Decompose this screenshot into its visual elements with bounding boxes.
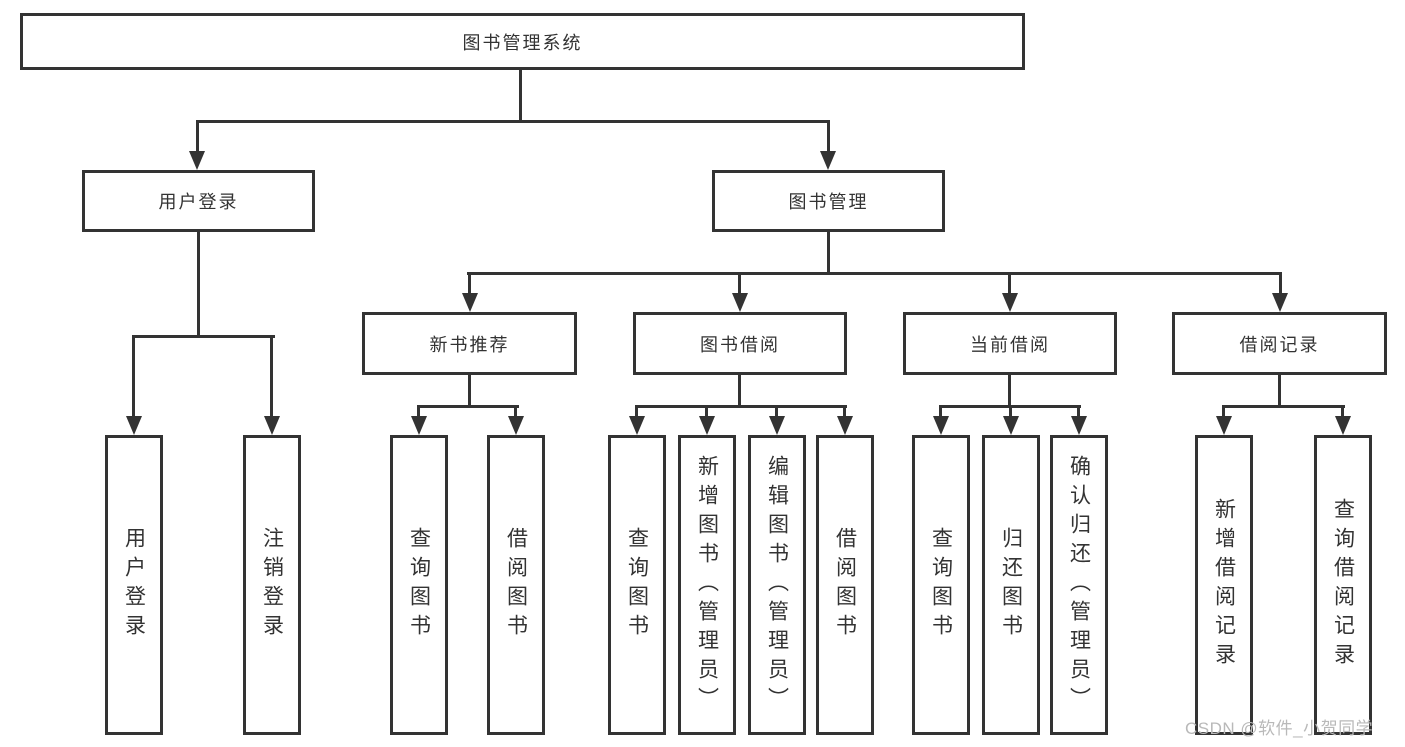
node-book-borrowing-label: 图书借阅 bbox=[700, 334, 780, 355]
leaf-user-login-label: 用户登录 bbox=[122, 527, 146, 643]
connector bbox=[1222, 405, 1225, 419]
node-current-borrowing-label: 当前借阅 bbox=[970, 334, 1050, 355]
arrow-down-icon bbox=[933, 416, 949, 435]
connector bbox=[270, 335, 273, 418]
leaf-edit-books-admin: 编辑图书（管理员） bbox=[748, 435, 806, 735]
connector bbox=[635, 405, 847, 408]
connector bbox=[468, 375, 471, 405]
connector bbox=[132, 335, 275, 338]
connector bbox=[939, 405, 942, 419]
arrow-down-icon bbox=[629, 416, 645, 435]
leaf-add-borrow-record: 新增借阅记录 bbox=[1195, 435, 1253, 735]
connector bbox=[1008, 375, 1011, 405]
connector bbox=[519, 70, 522, 120]
connector bbox=[1008, 272, 1011, 295]
arrow-down-icon bbox=[126, 416, 142, 435]
node-borrowing-records: 借阅记录 bbox=[1172, 312, 1387, 375]
leaf-user-login: 用户登录 bbox=[105, 435, 163, 735]
leaf-query-books-label: 查询图书 bbox=[407, 527, 431, 643]
node-book-borrowing: 图书借阅 bbox=[633, 312, 847, 375]
arrow-down-icon bbox=[462, 293, 478, 312]
watermark: CSDN @软件_小贺同学 bbox=[1185, 719, 1374, 738]
connector bbox=[1077, 405, 1080, 419]
node-current-borrowing: 当前借阅 bbox=[903, 312, 1117, 375]
connector bbox=[635, 405, 638, 419]
arrow-down-icon bbox=[820, 151, 836, 170]
connector bbox=[467, 272, 1282, 275]
node-user-login-label: 用户登录 bbox=[158, 192, 239, 212]
arrow-down-icon bbox=[1335, 416, 1351, 435]
connector bbox=[738, 272, 741, 295]
node-new-book-recommendation-label: 新书推荐 bbox=[429, 334, 510, 355]
node-book-management: 图书管理 bbox=[712, 170, 945, 232]
connector bbox=[468, 272, 471, 295]
connector bbox=[843, 405, 846, 419]
arrow-down-icon bbox=[508, 416, 524, 435]
leaf-query-borrow-record-label: 查询借阅记录 bbox=[1331, 498, 1355, 672]
leaf-query-books: 查询图书 bbox=[390, 435, 448, 735]
root-node-label: 图书管理系统 bbox=[462, 32, 583, 53]
leaf-add-books-admin-label: 新增图书（管理员） bbox=[695, 454, 719, 716]
arrow-down-icon bbox=[769, 416, 785, 435]
leaf-return-books-label: 归还图书 bbox=[999, 527, 1023, 643]
node-borrowing-records-label: 借阅记录 bbox=[1239, 334, 1320, 355]
arrow-down-icon bbox=[732, 293, 748, 312]
node-book-management-label: 图书管理 bbox=[788, 192, 869, 212]
connector bbox=[738, 375, 741, 405]
connector bbox=[417, 405, 420, 419]
leaf-borrow-books: 借阅图书 bbox=[816, 435, 874, 735]
connector bbox=[1278, 375, 1281, 405]
arrow-down-icon bbox=[699, 416, 715, 435]
leaf-edit-books-admin-label: 编辑图书（管理员） bbox=[765, 454, 789, 716]
connector bbox=[827, 232, 830, 272]
arrow-down-icon bbox=[1272, 293, 1288, 312]
leaf-confirm-return-admin: 确认归还（管理员） bbox=[1050, 435, 1108, 735]
arrow-down-icon bbox=[411, 416, 427, 435]
connector bbox=[196, 120, 830, 123]
connector bbox=[1009, 405, 1012, 419]
arrow-down-icon bbox=[189, 151, 205, 170]
connector bbox=[514, 405, 517, 419]
leaf-query-books: 查询图书 bbox=[912, 435, 970, 735]
connector bbox=[705, 405, 708, 419]
leaf-query-books-label: 查询图书 bbox=[625, 527, 649, 643]
connector bbox=[775, 405, 778, 419]
leaf-borrow-books-label: 借阅图书 bbox=[504, 527, 528, 643]
leaf-borrow-books: 借阅图书 bbox=[487, 435, 545, 735]
connector bbox=[197, 232, 200, 337]
connector bbox=[417, 405, 519, 408]
arrow-down-icon bbox=[837, 416, 853, 435]
leaf-logout-label: 注销登录 bbox=[260, 527, 284, 643]
leaf-query-borrow-record: 查询借阅记录 bbox=[1314, 435, 1372, 735]
arrow-down-icon bbox=[1003, 416, 1019, 435]
leaf-query-books-label: 查询图书 bbox=[929, 527, 953, 643]
leaf-confirm-return-admin-label: 确认归还（管理员） bbox=[1067, 454, 1091, 716]
connector bbox=[827, 120, 830, 153]
arrow-down-icon bbox=[264, 416, 280, 435]
leaf-borrow-books-label: 借阅图书 bbox=[833, 527, 857, 643]
root-node: 图书管理系统 bbox=[20, 13, 1025, 70]
connector bbox=[196, 120, 199, 153]
node-new-book-recommendation: 新书推荐 bbox=[362, 312, 577, 375]
connector bbox=[1341, 405, 1344, 419]
arrow-down-icon bbox=[1071, 416, 1087, 435]
leaf-logout: 注销登录 bbox=[243, 435, 301, 735]
connector bbox=[1279, 272, 1282, 295]
node-user-login: 用户登录 bbox=[82, 170, 315, 232]
leaf-query-books: 查询图书 bbox=[608, 435, 666, 735]
arrow-down-icon bbox=[1216, 416, 1232, 435]
connector bbox=[132, 335, 135, 418]
leaf-return-books: 归还图书 bbox=[982, 435, 1040, 735]
leaf-add-books-admin: 新增图书（管理员） bbox=[678, 435, 736, 735]
arrow-down-icon bbox=[1002, 293, 1018, 312]
connector bbox=[1222, 405, 1345, 408]
leaf-add-borrow-record-label: 新增借阅记录 bbox=[1212, 498, 1236, 672]
